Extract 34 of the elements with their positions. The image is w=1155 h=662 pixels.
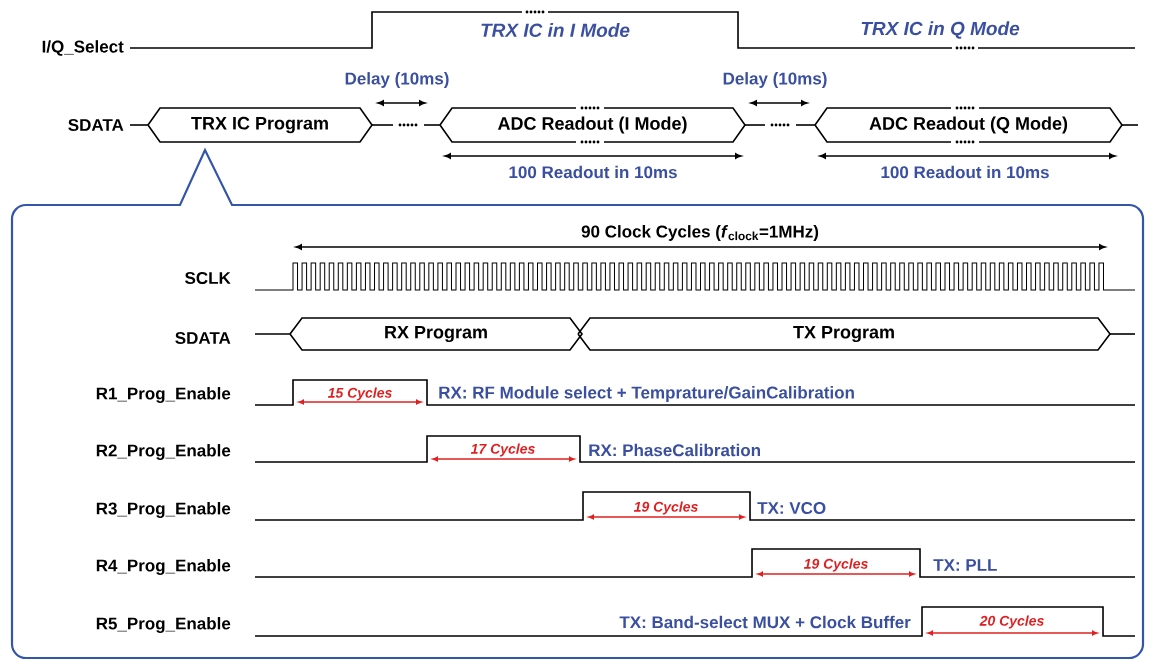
mode-label: TRX IC in Q Mode bbox=[861, 21, 1020, 39]
delay-label: Delay (10ms) bbox=[723, 72, 827, 88]
bus-segment: RX Program bbox=[289, 317, 583, 351]
signal-name: R3_Prog_Enable bbox=[96, 502, 231, 518]
delay-label: Delay (10ms) bbox=[345, 72, 449, 88]
bus-segment: ADC Readout (I Mode) bbox=[439, 106, 746, 144]
cycle-label: 19 Cycles bbox=[633, 501, 698, 515]
bus-segment: ADC Readout (Q Mode) bbox=[814, 106, 1123, 144]
callout-panel bbox=[10, 148, 1145, 660]
signal-name: R2_Prog_Enable bbox=[96, 444, 231, 460]
register-description: RX: RF Module select + Temprature/GainCalibration bbox=[439, 386, 854, 402]
bus-segment: TX Program bbox=[577, 317, 1111, 351]
node-label: ADC Readout (Q Mode) bbox=[869, 116, 1068, 134]
bus-segment: TRX IC Program bbox=[147, 107, 373, 143]
signal-name: SDATA bbox=[175, 332, 231, 345]
register-description: RX: PhaseCalibration bbox=[589, 443, 760, 457]
signal-name: I/Q_Select bbox=[42, 40, 124, 56]
signal-name: R4_Prog_Enable bbox=[96, 559, 231, 575]
register-description: TX: VCO bbox=[757, 502, 826, 515]
signal-name: R1_Prog_Enable bbox=[96, 387, 231, 403]
register-description: TX: PLL bbox=[933, 559, 997, 571]
signal-name: R5_Prog_Enable bbox=[96, 617, 231, 633]
signal-name: SDATA bbox=[68, 119, 124, 132]
register-description: TX: Band-select MUX + Clock Buffer bbox=[619, 615, 911, 629]
duration-label: 90 Clock Cycles (f$_{clock}$=1MHz) bbox=[581, 225, 819, 241]
cycle-label: 19 Cycles bbox=[803, 558, 868, 572]
duration-label: 100 Readout in 10ms bbox=[509, 165, 677, 179]
cycle-label: 15 Cycles bbox=[327, 387, 392, 401]
cycle-label: 17 Cycles bbox=[470, 443, 535, 457]
duration-label: 100 Readout in 10ms bbox=[881, 165, 1049, 179]
mode-label: TRX IC in I Mode bbox=[481, 23, 630, 37]
signal-name: SCLK bbox=[185, 272, 231, 285]
cycle-label: 20 Cycles bbox=[979, 615, 1044, 629]
node-label: ADC Readout (I Mode) bbox=[497, 116, 687, 134]
